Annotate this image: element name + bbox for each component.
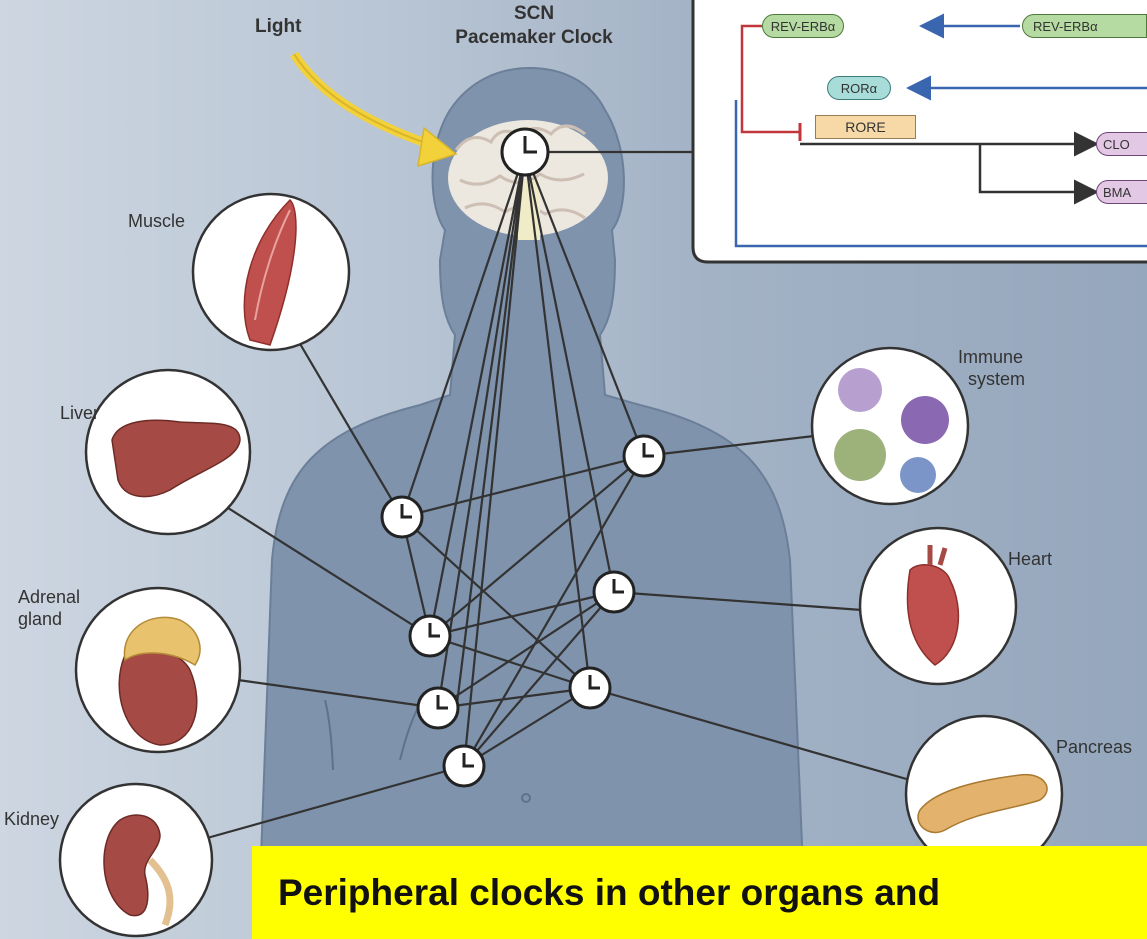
adrenal-gland-label: Adrenal gland	[18, 586, 80, 630]
immune-label-line1: Immune	[956, 346, 1025, 368]
caption-banner: Peripheral clocks in other organs and	[252, 846, 1147, 939]
rore-element: RORE	[815, 115, 916, 139]
clock-peripheral-4	[410, 616, 450, 656]
pancreas-label: Pancreas	[1056, 736, 1132, 758]
immune-label-line2: system	[956, 368, 1025, 390]
bmal-gene-node: BMA	[1096, 180, 1147, 204]
muscle-label: Muscle	[128, 210, 185, 232]
ror-alpha-node: RORα	[827, 76, 891, 100]
organ-immune-system	[812, 348, 968, 504]
organ-liver	[86, 370, 250, 534]
adrenal-label-line2: gland	[18, 608, 80, 630]
immune-system-label: Immune system	[956, 346, 1025, 390]
liver-label: Liver	[60, 402, 99, 424]
clock-peripheral-6	[418, 688, 458, 728]
kidney-label: Kidney	[4, 808, 59, 830]
organ-heart	[860, 528, 1016, 684]
scn-label-line1: SCN	[438, 3, 630, 25]
clock-peripheral-5	[570, 668, 610, 708]
light-label: Light	[255, 16, 301, 38]
clock-peripheral-3	[594, 572, 634, 612]
organ-adrenal-gland	[76, 588, 240, 752]
rev-erb-alpha-node-1: REV-ERBα	[762, 14, 844, 38]
clock-peripheral-7	[444, 746, 484, 786]
organ-kidney	[60, 784, 212, 936]
light-arrow	[294, 54, 456, 166]
adrenal-label-line1: Adrenal	[18, 586, 80, 608]
clock-peripheral-1	[382, 497, 422, 537]
rev-erb-alpha-node-2: REV-ERBα	[1022, 14, 1147, 38]
clock-gene-node: CLO	[1096, 132, 1147, 156]
scn-label: SCN Pacemaker Clock	[438, 3, 630, 49]
organ-muscle	[193, 194, 349, 350]
scn-label-line2: Pacemaker Clock	[438, 27, 630, 49]
molecular-inset-panel	[693, 0, 1147, 262]
caption-text: Peripheral clocks in other organs and	[278, 872, 940, 914]
clock-scn	[502, 129, 548, 175]
heart-label: Heart	[1008, 548, 1052, 570]
clock-peripheral-2	[624, 436, 664, 476]
